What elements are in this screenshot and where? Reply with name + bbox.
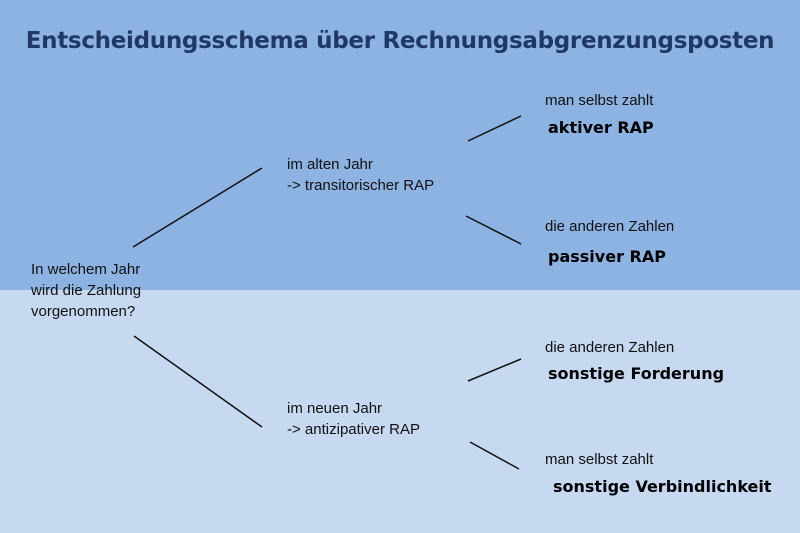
line-old-passiv: [465, 215, 522, 245]
background-top: [0, 0, 800, 290]
line-root-new: [133, 335, 263, 428]
root-line-2: wird die Zahlung: [31, 282, 142, 299]
new-year-rap-type: -> antizipativer RAP: [287, 421, 420, 438]
branch-result: aktiver RAP: [548, 118, 654, 137]
diagram-title: Entscheidungsschema über Rechnungsabgren…: [25, 28, 775, 54]
branch-result: passiver RAP: [548, 247, 666, 266]
line-new-forderung: [467, 358, 522, 382]
branch-condition: die anderen Zahlen: [545, 218, 675, 235]
root-line-3: vorgenommen?: [31, 303, 136, 320]
root-line-1: In welchem Jahr: [31, 261, 141, 278]
line-old-aktiv: [467, 115, 522, 142]
old-year-node: im alten Jahr -> transitorischer RAP: [287, 154, 434, 196]
line-new-verbindlichkeit: [469, 441, 520, 470]
branch-condition: die anderen Zahlen: [545, 339, 675, 356]
new-year-node: im neuen Jahr -> antizipativer RAP: [287, 398, 420, 440]
line-root-old: [132, 167, 263, 248]
old-year-label: im alten Jahr: [287, 156, 373, 173]
branch-result: sonstige Forderung: [548, 364, 725, 383]
branch-result: sonstige Verbindlichkeit: [553, 477, 772, 496]
branch-condition: man selbst zahlt: [545, 92, 654, 109]
new-year-label: im neuen Jahr: [287, 400, 383, 417]
root-question: In welchem Jahr wird die Zahlung vorgeno…: [31, 259, 141, 322]
old-year-rap-type: -> transitorischer RAP: [287, 177, 435, 194]
branch-condition: man selbst zahlt: [545, 451, 654, 468]
background-bottom: [0, 290, 800, 533]
